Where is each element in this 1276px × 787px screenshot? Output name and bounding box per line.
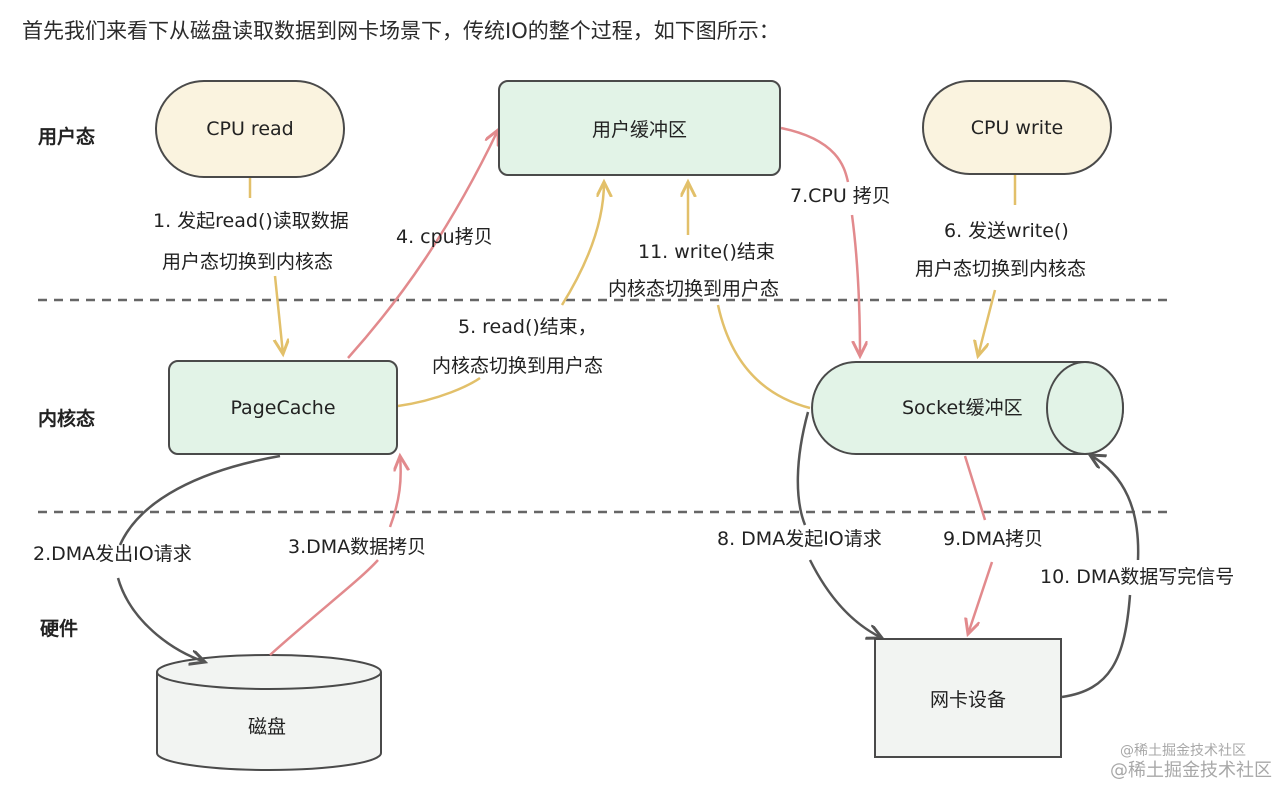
node-page-cache: PageCache [168,360,398,455]
layer-label-kernel: 内核态 [38,408,96,430]
arrow-step-2 [116,454,281,662]
step-6-line-2: 用户态切换到内核态 [915,258,1087,280]
arrow-step-4 [347,130,498,359]
step-1-line-2: 用户态切换到内核态 [162,251,334,273]
step-8-label: 8. DMA发起IO请求 [717,528,882,550]
node-disk-label: 磁盘 [248,716,287,738]
intro-text: 首先我们来看下从磁盘读取数据到网卡场景下，传统IO的整个过程，如下图所示： [22,19,780,43]
step-11-line-1: 11. write()结束 [638,241,775,263]
arrow-step-11 [688,182,811,410]
node-cpu-write-label: CPU write [970,116,1064,139]
step-5-line-2: 内核态切换到用户态 [432,355,604,377]
disk-cylinder [156,654,382,771]
node-nic-label: 网卡设备 [929,688,1006,711]
layer-label-user: 用户态 [38,126,96,148]
layer-label-hardware: 硬件 [40,618,79,640]
node-cpu-read: CPU read [155,80,345,178]
socket-buffer-cylinder [811,361,1124,455]
watermark-line-1: @稀土掘金技术社区 [1120,743,1246,759]
step-5-line-1: 5. read()结束， [458,316,597,338]
step-1-line-1: 1. 发起read()读取数据 [153,210,349,232]
node-page-cache-label: PageCache [230,396,336,419]
step-7-label: 7.CPU 拷贝 [790,185,891,207]
node-user-buffer: 用户缓冲区 [498,80,781,176]
step-10-label: 10. DMA数据写完信号 [1040,566,1235,588]
step-6-line-1: 6. 发送write() [944,220,1069,242]
node-nic: 网卡设备 [874,638,1062,758]
arrow-step-3 [269,456,401,656]
step-3-label: 3.DMA数据拷贝 [288,536,427,558]
step-9-label: 9.DMA拷贝 [943,528,1044,550]
arrow-step-5 [397,182,604,408]
node-user-buffer-label: 用户缓冲区 [591,118,687,141]
arrow-step-7 [780,126,860,356]
watermark-line-2: @稀土掘金技术社区 [1110,760,1272,781]
arrow-step-6 [978,175,1017,356]
node-cpu-write: CPU write [922,80,1112,175]
arrow-step-8 [796,411,882,638]
node-cpu-read-label: CPU read [206,118,294,140]
step-11-line-2: 内核态切换到用户态 [608,278,780,300]
arrow-step-9 [965,455,994,634]
step-4-label: 4. cpu拷贝 [396,226,493,248]
arrow-step-1 [248,178,283,354]
step-2-label: 2.DMA发出IO请求 [33,543,192,565]
arrow-step-10 [1061,455,1140,699]
node-socket-buffer-label: Socket缓冲区 [902,397,1023,419]
